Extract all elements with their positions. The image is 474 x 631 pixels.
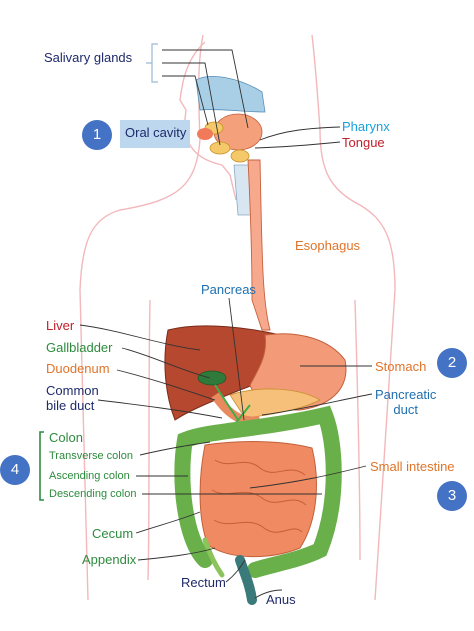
label-esophagus: Esophagus (295, 238, 361, 253)
leader-pharynx (259, 126, 341, 141)
label-appendix: Appendix (82, 552, 137, 567)
pancreas-shape (229, 388, 321, 419)
nasal-cavity (195, 76, 266, 113)
leader-cecum (135, 511, 201, 534)
badge-4: 4 (0, 455, 30, 485)
label-pancreas: Pancreas (201, 282, 256, 297)
badge-3: 3 (437, 481, 467, 511)
label-duodenum: Duodenum (46, 361, 110, 376)
leader-liver (79, 324, 201, 351)
label-liver: Liver (46, 318, 75, 333)
gallbladder-shape (197, 370, 227, 386)
label-gallbladder: Gallbladder (46, 340, 113, 355)
leader-bile-duct (97, 399, 223, 419)
small-intestine-shape (199, 441, 317, 558)
leader-transverse (139, 441, 211, 456)
salivary-gland-3 (230, 149, 250, 163)
leader-pancreas (228, 297, 245, 421)
label-tongue: Tongue (342, 135, 385, 150)
badge-2: 2 (437, 348, 467, 378)
salivary-gland-2 (209, 141, 231, 155)
leader-appendix (137, 547, 216, 561)
leader-salivary-1 (162, 49, 249, 129)
body-outline (79, 34, 396, 601)
label-descending-colon: Descending colon (49, 488, 137, 500)
leader-gallbladder (121, 347, 211, 379)
label-common-bile-duct: Common bile duct (46, 383, 99, 413)
label-small-intestine: Small intestine (370, 459, 455, 474)
label-cecum: Cecum (92, 526, 134, 541)
colon-bracket (39, 431, 44, 501)
label-anus: Anus (266, 592, 296, 607)
badge-1: 1 (82, 120, 112, 150)
leader-rectum (225, 559, 246, 583)
appendix-shape (202, 537, 225, 578)
salivary-bracket (146, 43, 158, 83)
rectum-shape (235, 555, 257, 605)
leader-tongue (254, 141, 341, 149)
leader-small-intestine (249, 465, 367, 489)
label-oral-cavity: Oral cavity (125, 125, 187, 140)
mouth-cavity (197, 128, 213, 140)
leader-salivary-3 (162, 75, 209, 126)
label-salivary-glands: Salivary glands (44, 50, 133, 65)
leader-anus (254, 589, 283, 599)
label-stomach: Stomach (375, 359, 427, 374)
label-transverse-colon: Transverse colon (49, 450, 133, 462)
label-pancreatic-duct: Pancreatic duct (375, 387, 437, 417)
colon-shape (174, 405, 342, 578)
leader-pancreatic-duct (261, 393, 373, 416)
leader-lines (79, 49, 373, 599)
label-pharynx: Pharynx (342, 119, 390, 134)
oral-cavity-highlight (120, 120, 190, 148)
leader-salivary-2 (162, 62, 221, 146)
esophagus-tube (247, 159, 271, 331)
leader-duodenum (116, 369, 216, 401)
label-ascending-colon: Ascending colon (49, 470, 130, 482)
label-colon: Colon (49, 430, 83, 445)
label-rectum: Rectum (181, 575, 226, 590)
